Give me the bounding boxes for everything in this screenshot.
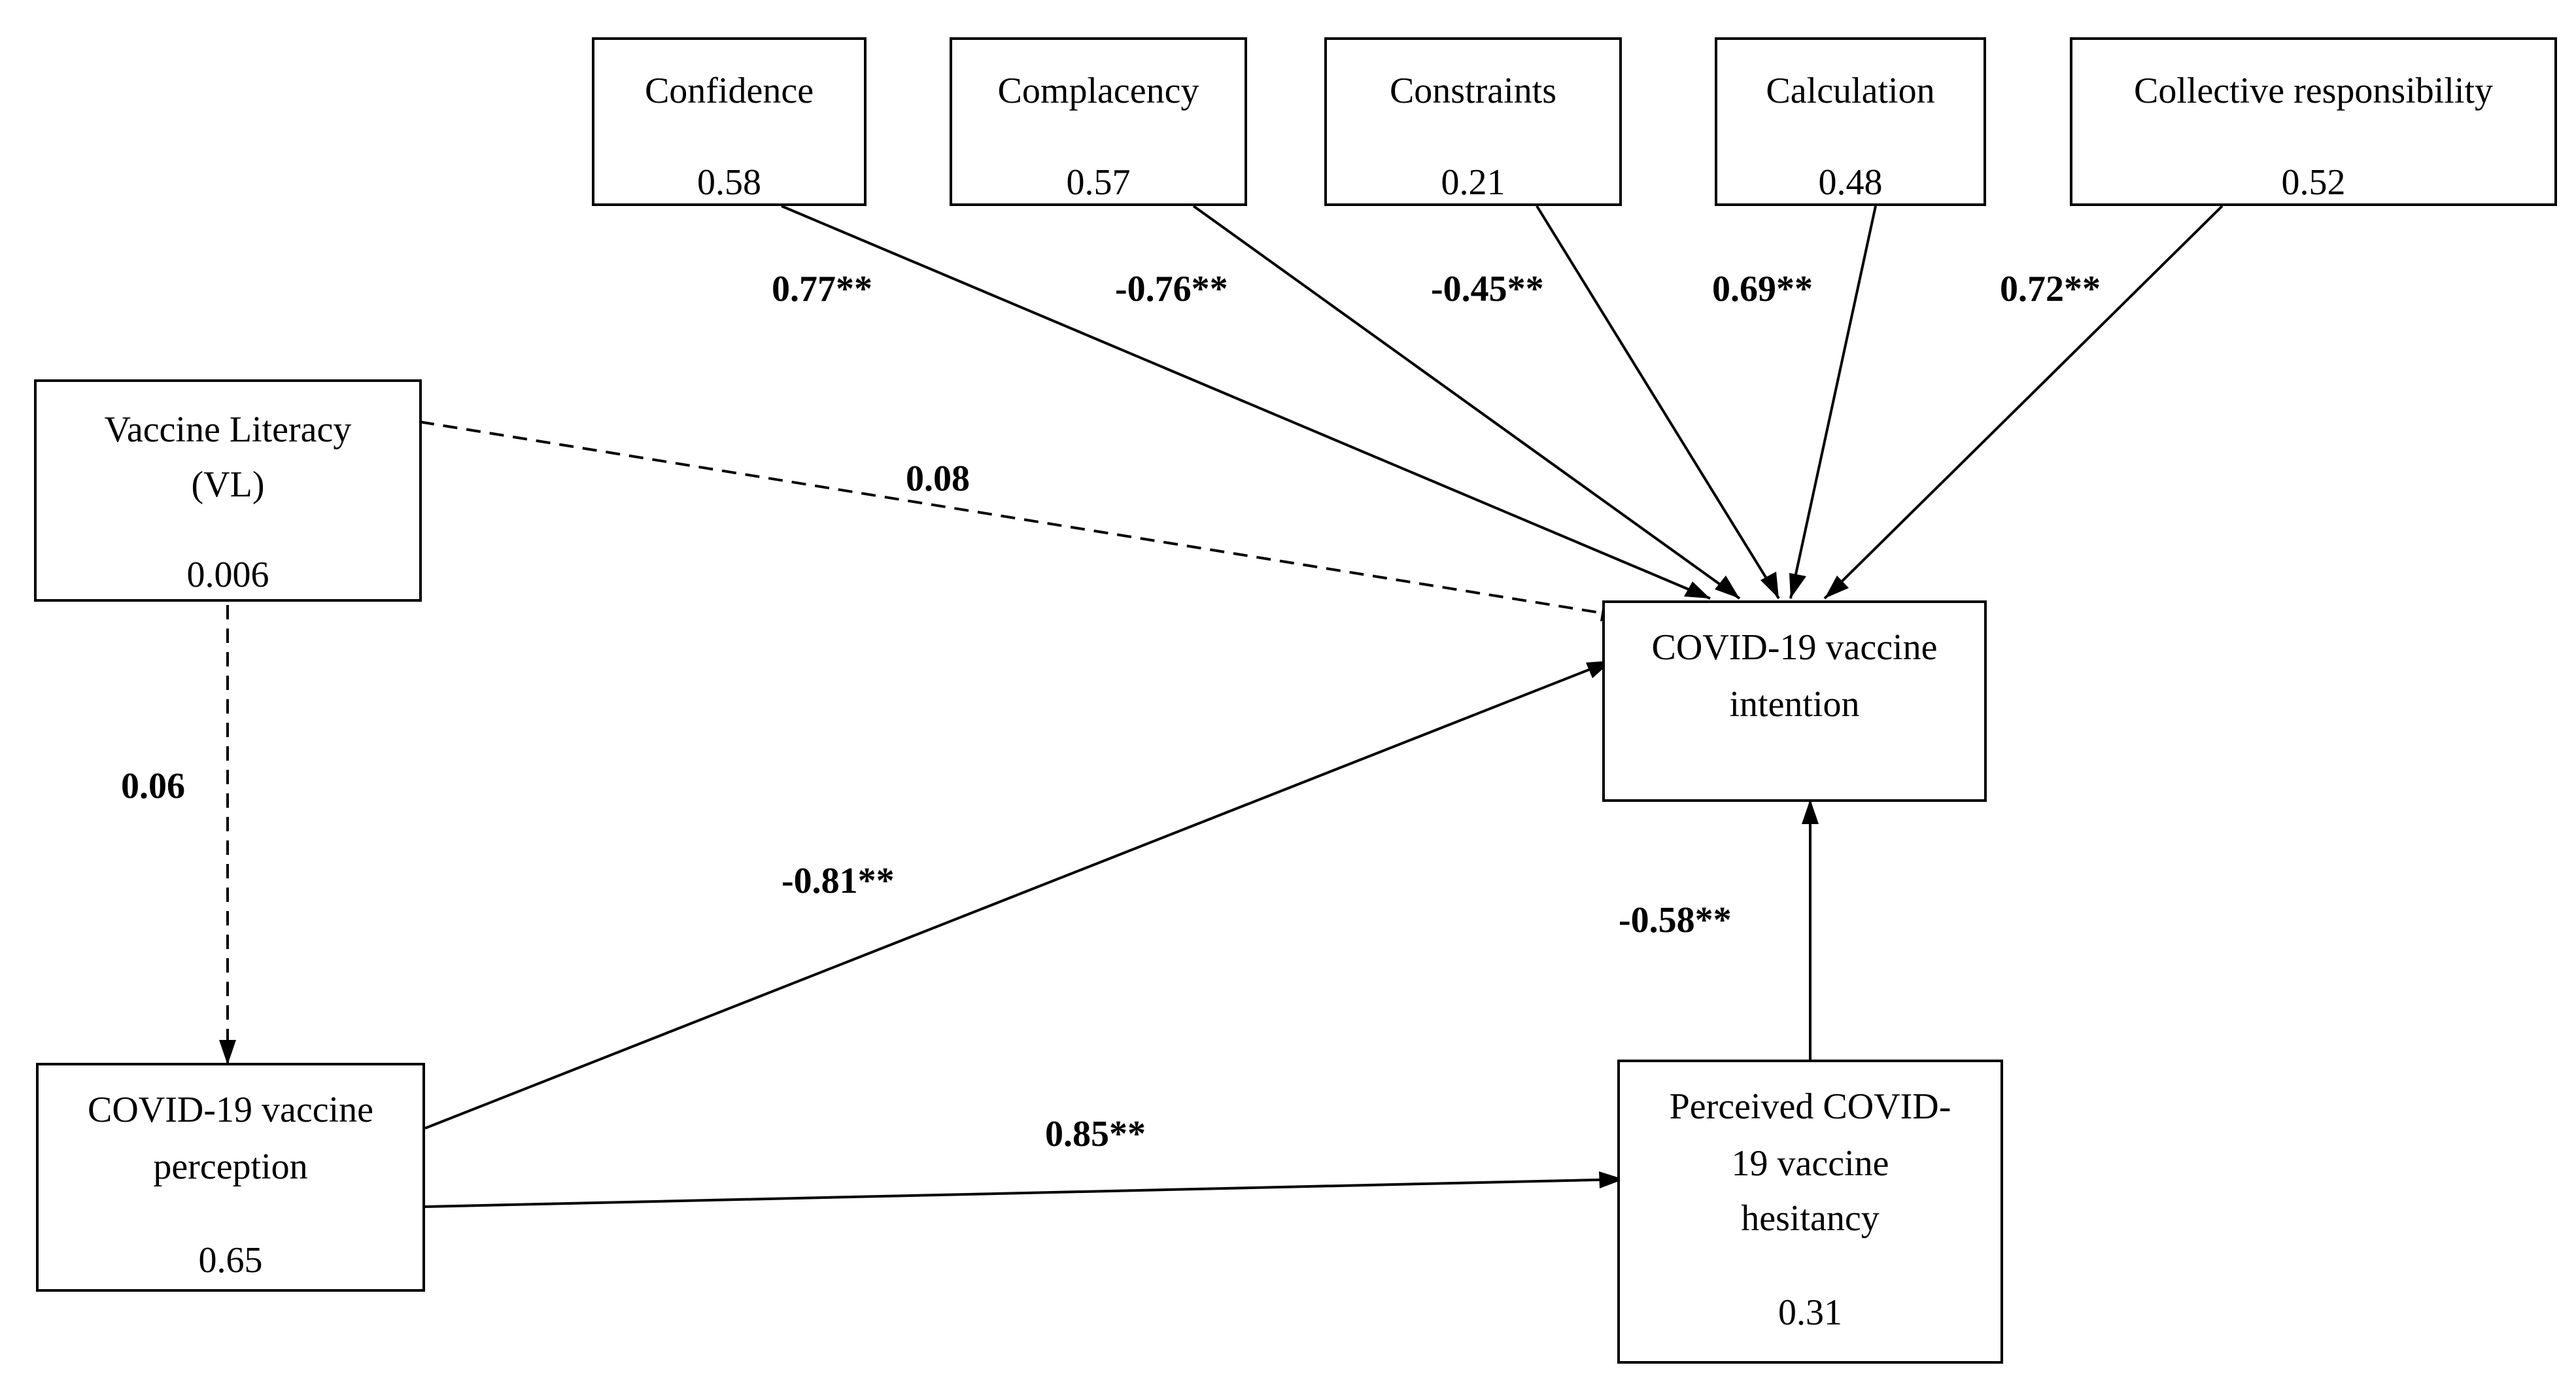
node-vaccine-literacy: Vaccine Literacy (VL) 0.006 [34,379,422,602]
arrow-constraints-to-intention [1536,205,1780,600]
node-vaccine-perception: COVID-19 vaccine perception 0.65 [36,1063,425,1292]
arrow-vl-to-intention [419,421,1626,618]
edge-label-vl-intention: 0.08 [906,458,970,499]
node-value: 0.31 [1778,1292,1842,1333]
node-title: Complacency [997,71,1199,111]
edge-label-constraints-intention: -0.45** [1431,269,1544,309]
node-title: Collective responsibility [2133,71,2494,111]
arrowhead [1684,581,1710,598]
arrowhead [1802,799,1819,824]
edge-label-collective-intention: 0.72** [2000,269,2101,309]
node-calculation: Calculation 0.48 [1715,37,1986,206]
arrowhead [1760,572,1779,598]
node-title-line2: perception [153,1147,308,1187]
arrowhead [1789,573,1806,598]
edge-label-confidence-intention: 0.77** [772,269,872,309]
node-title-line1: Perceived COVID- [1669,1086,1951,1127]
node-title-line2: (VL) [191,464,265,505]
edge-label-calculation-intention: 0.69** [1712,269,1813,309]
node-value: 0.58 [697,162,761,203]
node-title: Calculation [1766,71,1935,111]
node-title-line3: hesitancy [1741,1198,1880,1239]
node-value: 0.006 [186,555,269,595]
arrowhead [1599,1171,1624,1188]
arrowhead [1825,576,1849,598]
node-value: 0.48 [1818,162,1883,203]
arrowhead [1715,576,1740,598]
arrow-complacency-to-intention [1192,205,1741,600]
node-complacency: Complacency 0.57 [950,37,1247,206]
arrow-perception-to-hesitancy [424,1178,1624,1208]
edge-label-complacency-intention: -0.76** [1115,269,1228,309]
node-title: Confidence [644,71,814,111]
edge-label-perception-intention: -0.81** [781,861,895,901]
node-value: 0.21 [1441,162,1505,203]
node-perceived-hesitancy: Perceived COVID- 19 vaccine hesitancy 0.… [1617,1060,2003,1364]
edge-label-hesitancy-intention: -0.58** [1619,900,1732,941]
node-vaccine-intention: COVID-19 vaccine intention [1602,600,1987,802]
node-title-line1: COVID-19 vaccine [1651,627,1938,668]
node-value: 0.57 [1066,162,1131,203]
node-collective-responsibility: Collective responsibility 0.52 [2070,37,2557,206]
node-value: 0.65 [198,1240,263,1281]
node-title-line2: intention [1729,684,1860,725]
node-constraints: Constraints 0.21 [1324,37,1622,206]
node-confidence: Confidence 0.58 [592,37,867,206]
arrow-calculation-to-intention [1789,205,1877,599]
edge-label-vl-perception: 0.06 [121,766,185,806]
arrow-perception-to-intention [424,659,1613,1130]
arrow-confidence-to-intention [781,205,1711,600]
arrow-collective-to-intention [1823,205,2224,600]
node-value: 0.52 [2281,162,2346,203]
node-title-line1: Vaccine Literacy [104,409,352,450]
node-title: Constraints [1389,71,1557,111]
edge-label-perception-hesitancy: 0.85** [1045,1114,1146,1154]
arrowhead [219,1040,236,1065]
node-title-line2: 19 vaccine [1731,1143,1889,1184]
node-title-line1: COVID-19 vaccine [88,1090,373,1130]
